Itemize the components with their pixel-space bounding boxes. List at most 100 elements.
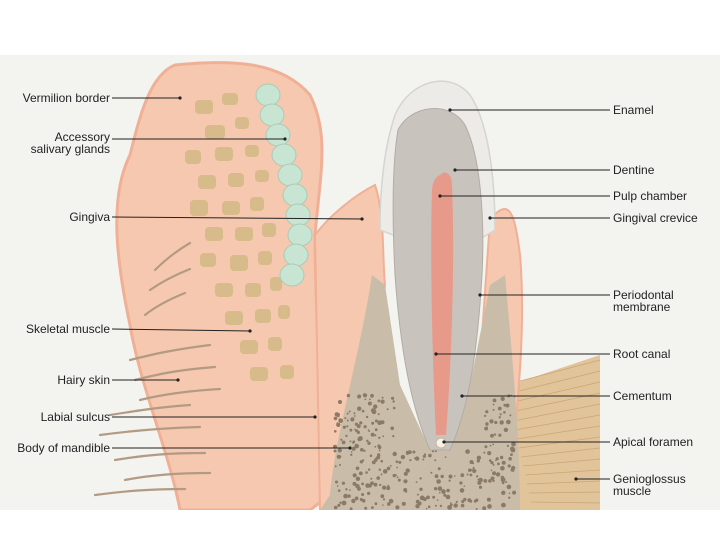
bone-trabecula [478, 477, 483, 483]
bone-trabecula [337, 503, 341, 507]
bone-trabecula [350, 417, 355, 422]
leader-tip [176, 378, 180, 382]
salivary-gland-lobule [283, 243, 309, 267]
bone-trabecula [374, 434, 377, 437]
bone-trabecula [395, 460, 399, 464]
tooth [379, 80, 496, 451]
bone-trabecula [414, 456, 420, 461]
bone-trabecula [403, 471, 408, 476]
bone-trabecula [490, 461, 494, 465]
bone-trabecula [463, 497, 467, 502]
muscle-bundle [215, 283, 233, 297]
bone-trabecula [414, 457, 416, 460]
bone-trabecula [448, 474, 453, 479]
bone-trabecula [336, 485, 339, 487]
bone-trabecula [369, 398, 371, 401]
bone-trabecula [388, 498, 394, 504]
muscle-bundle [258, 251, 272, 265]
bone-trabecula [486, 497, 491, 502]
muscle-bundle [222, 93, 238, 105]
bone-trabecula [460, 503, 465, 508]
bone-trabecula [439, 504, 443, 508]
bone-trabecula [352, 441, 355, 444]
bone-trabecula [386, 466, 391, 471]
bone-trabecula [345, 434, 348, 438]
bone-trabecula [392, 400, 395, 403]
bone-trabecula [357, 406, 362, 411]
bone-trabecula [487, 451, 492, 456]
bone-trabecula [505, 481, 507, 483]
bone-trabecula [488, 459, 492, 462]
bone-trabecula [453, 503, 458, 508]
bone-trabecula [378, 449, 381, 452]
label-accessory-salivary-glands: Accessory salivary glands [30, 130, 110, 156]
bone-trabecula [490, 476, 495, 481]
bone-trabecula [441, 489, 446, 494]
label-labial-sulcus: Labial sulcus [40, 410, 110, 424]
hair-strand [138, 387, 222, 402]
bone-trabecula [379, 483, 382, 487]
bone-trabecula [494, 420, 498, 425]
bone-trabecula [506, 419, 511, 425]
anatomy-illustration [93, 61, 610, 510]
leader-tip [460, 394, 464, 398]
label-skeletal-muscle: Skeletal muscle [25, 322, 110, 336]
bone-trabecula [340, 438, 343, 441]
bone-trabecula [472, 466, 475, 470]
bone-trabecula [333, 416, 338, 421]
bone-trabecula [434, 474, 439, 479]
bone-trabecula [449, 502, 452, 504]
hair-strand [98, 425, 202, 437]
muscle-bundle [270, 277, 282, 291]
bone-trabecula [396, 466, 398, 469]
label-gingiva: Gingiva [69, 210, 110, 224]
bone-trabecula [412, 450, 416, 454]
leader-tip [313, 415, 317, 419]
bone-trabecula [374, 428, 378, 432]
bone-trabecula [472, 469, 477, 473]
bone-trabecula [348, 410, 351, 413]
bone-trabecula [403, 479, 408, 484]
bone-trabecula [370, 432, 375, 437]
bone-trabecula [424, 453, 426, 456]
bone-trabecula [503, 427, 509, 433]
bone-trabecula [333, 505, 338, 510]
bone-trabecula [374, 445, 377, 448]
bone-trabecula [425, 507, 428, 510]
bone-trabecula [334, 430, 337, 433]
bone-trabecula [354, 428, 356, 431]
bone-trabecula [347, 494, 351, 498]
leader-line [111, 216, 363, 220]
bone-trabecula [511, 441, 516, 447]
bone-trabecula [337, 489, 341, 492]
muscle-bundle [280, 365, 294, 379]
bone-trabecula [380, 494, 385, 499]
bone-trabecula [492, 403, 495, 406]
bone-trabecula [492, 479, 495, 483]
bone-trabecula [489, 444, 492, 447]
bone-trabecula [349, 440, 352, 443]
bone-trabecula [497, 406, 502, 411]
bone-trabecula [465, 449, 470, 454]
muscle-bundle [190, 200, 208, 216]
bone-trabecula [473, 499, 476, 502]
muscle-bundle [245, 283, 261, 297]
bone-trabecula [357, 437, 362, 442]
mandible-bone [320, 275, 520, 510]
bone-trabecula [367, 441, 371, 445]
bone-trabecula [396, 476, 399, 479]
leader-line [111, 328, 251, 332]
bone-trabecula [497, 462, 500, 466]
bone-trabecula [382, 504, 384, 506]
bone-trabecula [380, 399, 385, 404]
bone-trabecula [492, 408, 495, 411]
bone-trabecula [489, 419, 494, 424]
leader-tip [448, 108, 452, 112]
bone-trabecula [342, 425, 346, 429]
bone-trabecula [392, 451, 397, 457]
bone-trabecula [387, 502, 391, 506]
salivary-gland-lobule [282, 183, 308, 207]
leader-tip [478, 293, 482, 297]
bone-trabecula [512, 490, 517, 495]
bone-trabecula [467, 498, 472, 503]
